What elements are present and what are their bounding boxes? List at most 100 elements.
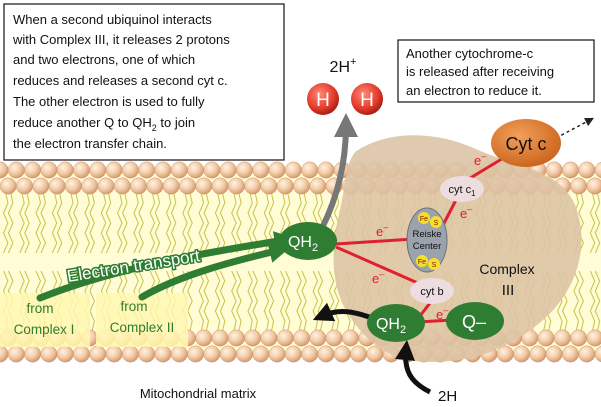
- electron-transport-arrow-2: [138, 242, 291, 301]
- lipid-head: [113, 177, 131, 195]
- electron-label-1: e–: [376, 222, 388, 239]
- lipid-tail: [198, 270, 205, 332]
- qh2-top-label: QH: [288, 234, 312, 251]
- lipid-head: [121, 161, 139, 179]
- lipid-tail: [117, 192, 123, 254]
- lipid-head: [586, 177, 601, 195]
- lipid-head: [138, 161, 156, 179]
- lipid-head: [105, 161, 123, 179]
- lipid-head: [162, 177, 180, 195]
- cyt-b-label: cyt b: [420, 286, 443, 298]
- lipid-head: [179, 177, 196, 195]
- lipid-head: [105, 345, 123, 363]
- lipid-head: [301, 161, 319, 179]
- lipid-head: [227, 177, 245, 195]
- callout-left-line-1: When a second ubiquinol interacts: [13, 12, 212, 27]
- qh2-bottom-subscript: 2: [400, 324, 406, 336]
- callout-right-line-3: an electron to reduce it.: [406, 83, 542, 98]
- cyt-c: Cyt c: [491, 119, 561, 167]
- lipid-tail: [24, 192, 30, 254]
- lipid-tail: [2, 192, 9, 254]
- from-complex-2-line2: Complex II: [110, 320, 175, 335]
- cyt-c-release-arrow: [555, 117, 594, 139]
- lipid-head: [260, 329, 278, 347]
- lipid-head: [252, 345, 270, 363]
- lipid-head: [562, 345, 579, 363]
- lipid-head: [211, 329, 229, 347]
- lipid-head: [276, 329, 294, 347]
- lipid-tail: [219, 192, 226, 254]
- lipid-tail: [594, 192, 601, 254]
- lipid-tail: [573, 270, 579, 332]
- qh2-return-arrow: [312, 302, 373, 322]
- lipid-head: [203, 161, 221, 179]
- lipid-head: [268, 161, 286, 179]
- lipid-head: [97, 177, 115, 195]
- lipid-tail: [236, 192, 242, 254]
- lipid-head: [284, 345, 302, 363]
- fe-label-bottom: Fe: [418, 259, 426, 266]
- lipid-tail: [198, 192, 205, 254]
- lipid-head: [545, 345, 563, 363]
- qh2-top-subscript: 2: [312, 242, 318, 254]
- callout-left-line-2: with Complex III, it releases 2 protons: [12, 32, 230, 47]
- lipid-head: [236, 161, 253, 179]
- lipid-head: [7, 161, 25, 179]
- lipid-head: [570, 329, 587, 347]
- lipid-head: [40, 345, 58, 363]
- qh2-bottom-label: QH: [376, 316, 400, 333]
- lipid-tail: [296, 270, 302, 332]
- fe-s-top-fe: [418, 212, 430, 224]
- lipid-tail: [589, 192, 596, 254]
- lipid-tail: [578, 270, 584, 332]
- lipid-head: [146, 177, 164, 195]
- lipid-head: [227, 329, 245, 347]
- electron-label-2: e–: [372, 269, 384, 286]
- callout-right-line-2: is released after receiving: [406, 64, 554, 79]
- lipid-tail: [578, 192, 584, 254]
- cyt-b: cyt b: [410, 278, 454, 304]
- lipid-head: [325, 329, 343, 347]
- lipid-head: [293, 177, 310, 195]
- callout-left: When a second ubiquinol interacts with C…: [3, 3, 285, 161]
- lipid-tail: [203, 270, 210, 332]
- lipid-head: [554, 329, 571, 347]
- lipid-head: [56, 345, 74, 363]
- callout-left-line-5: The other electron is used to fully: [13, 94, 205, 109]
- lipid-tail: [214, 192, 221, 254]
- path-qh2-reiske: [335, 237, 414, 246]
- lipid-head: [211, 177, 229, 195]
- lipid-head: [276, 177, 294, 195]
- callout-left-line-7: the electron transfer chain.: [13, 136, 167, 151]
- electron-transport-arrow-1: [36, 231, 296, 302]
- lipid-head: [154, 161, 172, 179]
- from-complex-2-box: [96, 293, 188, 347]
- callout-left-line-4: reduces and releases a second cyt c.: [13, 73, 228, 88]
- electron-label-5: e–: [436, 305, 448, 322]
- s-label-top: S: [434, 220, 439, 227]
- lipid-head: [48, 177, 66, 195]
- from-complex-1-box: [0, 293, 90, 347]
- electron-labels: e– e– e– e– e–: [372, 151, 486, 322]
- lipid-head: [570, 177, 587, 195]
- lipid-tail: [231, 192, 237, 254]
- qh2-top: QH2: [279, 222, 337, 260]
- lipid-head: [195, 329, 213, 347]
- lipid-head: [187, 161, 205, 179]
- callout-right-line-1: Another cytochrome-c: [406, 46, 534, 61]
- lipid-head: [73, 345, 90, 363]
- lipid-head: [32, 177, 50, 195]
- reiske-center: Fe S Reiske Center Fe S: [406, 207, 448, 273]
- qh2-bottom: QH2: [367, 304, 425, 342]
- lipid-head: [81, 177, 99, 195]
- lipid-head: [545, 161, 563, 179]
- proton-group: 2H+ H H: [307, 56, 383, 115]
- callout-left-line-3: and two electrons, one of which: [13, 52, 195, 67]
- lipid-head: [89, 345, 107, 363]
- lipid-head: [219, 345, 237, 363]
- lipid-head: [260, 177, 278, 195]
- complex-iii-label-line1: Complex: [479, 261, 534, 277]
- cyt-c1-label: cyt c: [448, 184, 471, 196]
- electron-pathways: [335, 155, 506, 324]
